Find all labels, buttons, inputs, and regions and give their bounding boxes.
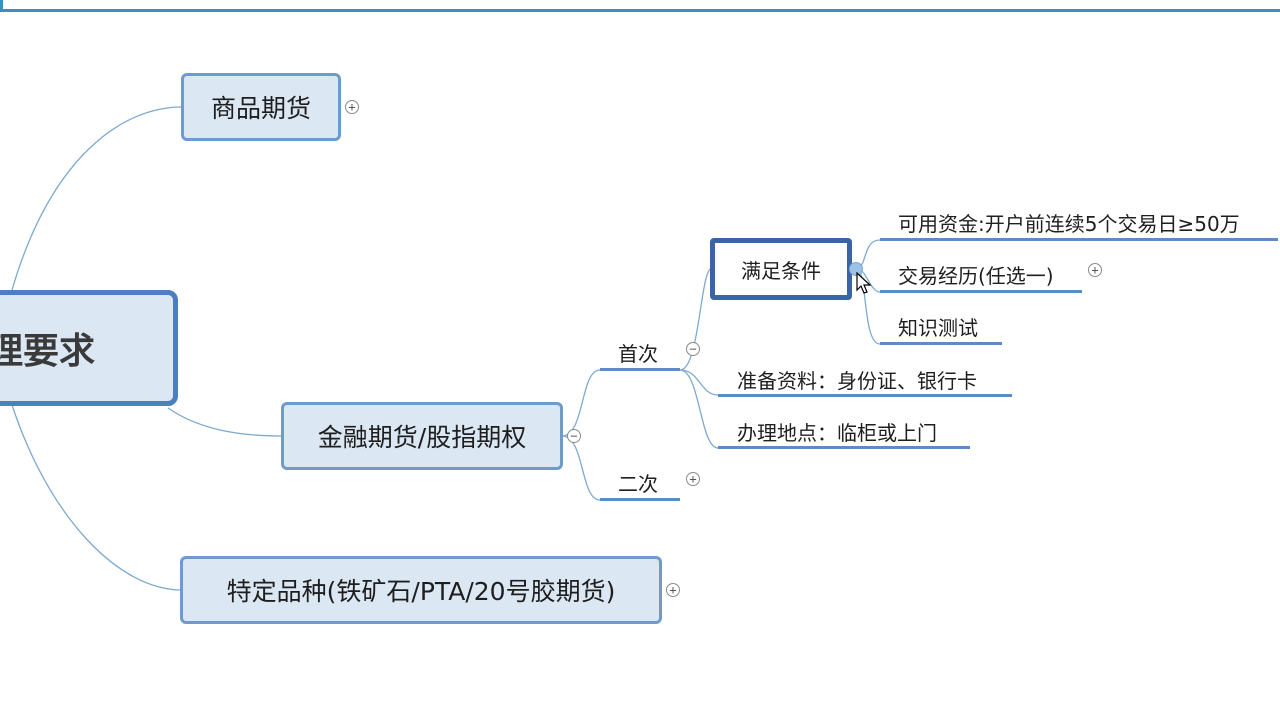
connector-root-financial	[167, 407, 283, 437]
topic-materials[interactable]: 准备资料：身份证、银行卡	[737, 369, 977, 393]
topic-available-funds-underline	[880, 238, 1278, 241]
connection-handle[interactable]	[849, 262, 863, 276]
collapse-financial-icon[interactable]: −	[567, 429, 581, 443]
topic-trading-experience[interactable]: 交易经历(任选一)	[898, 264, 1054, 288]
expand-commodity-icon[interactable]: +	[345, 100, 359, 114]
connector-first-conditions	[679, 267, 713, 371]
mouse-cursor-icon	[856, 272, 872, 294]
topic-second-time[interactable]: 二次	[618, 472, 658, 496]
topic-knowledge-test[interactable]: 知识测试	[898, 316, 978, 340]
branch-financial-label: 金融期货/股指期权	[317, 423, 527, 452]
connector-first-materials	[679, 369, 719, 396]
topic-location[interactable]: 办理地点：临柜或上门	[737, 421, 937, 445]
topic-conditions-selected[interactable]: 满足条件	[710, 238, 852, 300]
branch-special-label: 特定品种(铁矿石/PTA/20号胶期货)	[226, 577, 616, 606]
expand-special-icon[interactable]: +	[666, 583, 680, 597]
connector-financial-second	[561, 435, 601, 501]
branch-special-varieties[interactable]: 特定品种(铁矿石/PTA/20号胶期货)	[180, 556, 662, 624]
connector-root-commodity	[11, 106, 183, 291]
topic-trading-experience-underline	[880, 290, 1082, 293]
root-topic[interactable]: 理要求	[0, 290, 178, 406]
connector-financial-first	[561, 369, 601, 437]
topic-available-funds[interactable]: 可用资金:开户前连续5个交易日≥50万	[898, 212, 1240, 236]
topic-first-time-underline	[600, 368, 680, 371]
topic-materials-underline	[718, 394, 1012, 397]
root-topic-label: 理要求	[0, 331, 96, 372]
topic-knowledge-test-underline	[880, 342, 1002, 345]
collapse-first-time-icon[interactable]: −	[686, 342, 700, 356]
topic-first-time[interactable]: 首次	[618, 342, 658, 366]
expand-trading-experience-icon[interactable]: +	[1088, 263, 1102, 277]
connector-root-special	[11, 404, 183, 591]
branch-commodity-futures[interactable]: 商品期货	[181, 73, 341, 141]
branch-financial-futures[interactable]: 金融期货/股指期权	[281, 402, 563, 470]
topic-conditions-label: 满足条件	[741, 258, 821, 283]
expand-second-time-icon[interactable]: +	[686, 472, 700, 486]
topic-second-time-underline	[600, 498, 680, 501]
branch-commodity-label: 商品期货	[210, 94, 311, 123]
window-top-border	[0, 0, 1280, 12]
topic-location-underline	[718, 446, 970, 449]
connector-first-location	[679, 369, 719, 449]
